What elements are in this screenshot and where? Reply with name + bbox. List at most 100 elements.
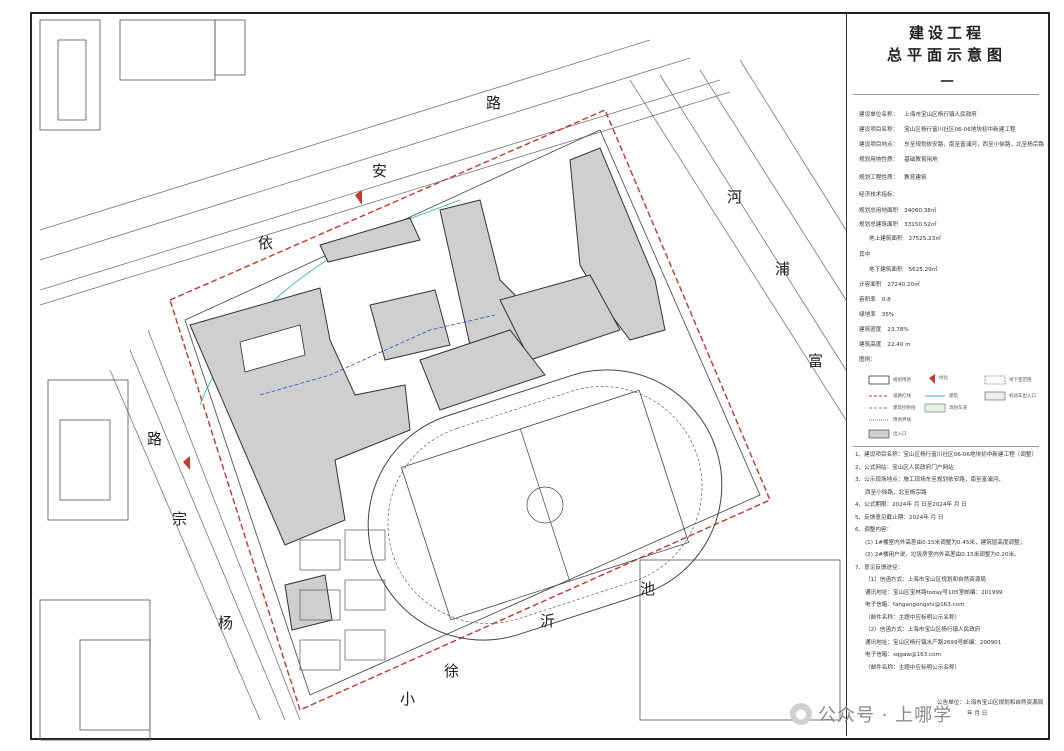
road-label-char: 浦 bbox=[775, 260, 791, 278]
legend-label: 建筑 bbox=[949, 394, 958, 399]
road-label-char: 路 bbox=[486, 94, 502, 112]
info-row-value: 23.78% bbox=[887, 327, 909, 333]
legend-label: 规划用地 bbox=[893, 378, 911, 383]
neighbor-buildings bbox=[39, 19, 841, 741]
note-line: 西至小徐路，北至杨宗路 bbox=[865, 489, 927, 496]
site-outline bbox=[184, 129, 761, 696]
info-row: 建设项目名称： 宝山区杨行富川社区06-06地块初中新建工程 bbox=[859, 127, 1016, 134]
divider bbox=[853, 94, 1039, 95]
info-row-label: 图例： bbox=[859, 357, 876, 363]
entrance-markers bbox=[183, 190, 362, 470]
info-row-label: 绿地率 bbox=[859, 312, 876, 318]
info-row-value: 27240.20㎡ bbox=[887, 282, 920, 288]
legend-label: 绿化 bbox=[939, 376, 948, 381]
panel-title-line1: 建设工程 bbox=[908, 24, 985, 42]
info-row: 地上建筑面积 27525.23㎡ bbox=[869, 236, 941, 243]
street-lines bbox=[39, 39, 847, 721]
note-line: 通讯地址：宝山区宝林路today号105室邮编：201999 bbox=[865, 589, 1003, 596]
road-label-char: 徐 bbox=[444, 662, 460, 680]
info-row-value: 上海市宝山区杨行镇人民政府 bbox=[904, 112, 977, 118]
note-line: 5、反馈意见截止期：2024年 月 日 bbox=[855, 514, 944, 521]
info-row-value: 东至规划依安路，南至富浦河，西至小徐路，北至杨宗路 bbox=[904, 142, 1045, 148]
legend-label: 建筑控制线 bbox=[893, 406, 916, 411]
info-row-label: 经济技术指标： bbox=[859, 192, 899, 198]
note-line: 6、调整内容： bbox=[855, 527, 893, 533]
panel-title-line3: 一 bbox=[940, 75, 954, 90]
note-line: 4、公式期限：2024年 月 日至2024年 月 日 bbox=[855, 502, 967, 508]
info-row-label: 规划用地性质： bbox=[859, 157, 899, 163]
info-row: 容积率 0.8 bbox=[859, 297, 891, 304]
legend-symbols bbox=[868, 374, 1006, 439]
info-row-value: 35% bbox=[881, 312, 895, 318]
info-row: 经济技术指标： bbox=[859, 192, 904, 199]
legend-label: 地下室范围 bbox=[1009, 378, 1032, 383]
info-row-value: 教育建筑 bbox=[904, 175, 927, 181]
note-line: (2) 2#楼用户说，垃圾房室内外高差由0.15米调整为0.20米。 bbox=[865, 552, 1020, 558]
note-line: (1) 1#楼室内外高差由0.15米调整为0.45米，建筑层高度调整； bbox=[865, 539, 1026, 546]
info-row-value: 33150.52㎡ bbox=[904, 222, 937, 228]
note-line: 年 月 日 bbox=[967, 711, 988, 717]
note-line: （1）信函方式：上海市宝山区规划和自然资源局 bbox=[865, 577, 987, 583]
info-row-value: 0.8 bbox=[881, 297, 891, 303]
info-row-label: 规划总建筑面积 bbox=[859, 222, 899, 228]
wechat-logo-icon: ● bbox=[790, 703, 812, 725]
courtyard bbox=[239, 324, 306, 373]
info-row: 规划用地性质： 基础教育用地 bbox=[859, 157, 938, 164]
watermark-text: 公众号 · 上哪学 bbox=[818, 705, 953, 726]
note-line: 电子信箱：sqgaw@163.com bbox=[865, 652, 941, 658]
info-row-label: 建设项目名称： bbox=[859, 127, 899, 133]
info-row-label: 规划工程性质： bbox=[859, 175, 899, 181]
info-row-value: 基础教育用地 bbox=[904, 157, 938, 163]
info-row: 建筑高度 22.40 m bbox=[859, 342, 911, 349]
note-line: 2、公式网站：宝山区人民政府门户网站 bbox=[855, 464, 954, 471]
info-row: 其中 bbox=[859, 252, 876, 259]
note-line: 1、建设项目名称：宝山区杨行富川社区06-06地块初中新建工程（调整） bbox=[855, 452, 1038, 458]
info-row-value: 5625.29㎡ bbox=[908, 267, 938, 273]
note-line: （2）信函方式：上海市宝山区杨行镇人民政府 bbox=[865, 627, 981, 633]
legend-label: 道路红线 bbox=[893, 394, 911, 399]
info-row-label: 建筑密度 bbox=[859, 327, 882, 333]
road-label-char: 依 bbox=[258, 234, 274, 252]
legend: 规划用地道路红线建筑控制线用地界线出入口绿化建筑消防车道地下室范围机动车出入口 bbox=[865, 372, 1036, 444]
info-row: 规划总建筑面积 33150.52㎡ bbox=[859, 222, 936, 229]
note-line: （邮件名称：主题中应标明公示名称） bbox=[865, 614, 961, 621]
info-row: 计容面积 27240.20㎡ bbox=[859, 282, 920, 289]
note-line: 7、意见反馈途径： bbox=[855, 564, 904, 571]
road-label-char: 路 bbox=[147, 430, 163, 448]
info-row-label: 地上建筑面积 bbox=[869, 236, 903, 242]
watermark: ● 公众号 · 上哪学 bbox=[790, 700, 1040, 728]
info-row: 建设单位名称： 上海市宝山区杨行镇人民政府 bbox=[859, 112, 977, 119]
info-row-label: 建筑高度 bbox=[859, 342, 882, 348]
info-row: 图例： bbox=[859, 357, 882, 364]
note-line: （邮件名称：主题中应标明公示名称） bbox=[865, 664, 961, 671]
note-line: 电子信箱：fangangongshi@163.com bbox=[865, 602, 965, 608]
road-label-char: 河 bbox=[727, 188, 743, 206]
panel-title-line2: 总平面示意图 bbox=[886, 46, 1007, 64]
running-track bbox=[367, 369, 723, 641]
note-line: 通讯地址：宝山区杨行镇水产路2699号邮编：200901 bbox=[865, 639, 1002, 646]
info-row: 建设项目地点： 东至规划依安路，南至富浦河，西至小徐路，北至杨宗路 bbox=[859, 142, 1044, 149]
info-row-value: 27525.23㎡ bbox=[908, 236, 941, 242]
info-panel: 建设工程 总平面示意图 一 建设单位名称： 上海市宝山区杨行镇人民政府建设项目名称… bbox=[846, 14, 1046, 736]
info-row-label: 地下建筑面积 bbox=[869, 267, 903, 273]
info-row-value: 34060.38㎡ bbox=[904, 208, 937, 214]
info-row-value: 宝山区杨行富川社区06-06地块初中新建工程 bbox=[904, 127, 1016, 133]
info-row-label: 计容面积 bbox=[859, 282, 882, 288]
road-label-char: 安 bbox=[372, 162, 388, 180]
info-row: 规划总用地面积 34060.38㎡ bbox=[859, 208, 936, 215]
road-label-char: 杨 bbox=[218, 614, 234, 632]
info-row-label: 建设项目地点： bbox=[859, 142, 899, 148]
road-label-char: 宗 bbox=[172, 510, 188, 528]
road-label-char: 小 bbox=[400, 690, 416, 708]
legend-label: 机动车出入口 bbox=[1009, 394, 1036, 399]
info-row-label: 规划总用地面积 bbox=[859, 208, 899, 214]
info-row-value: 22.40 m bbox=[887, 342, 911, 348]
info-row-label: 建设单位名称： bbox=[859, 112, 899, 118]
info-row: 地下建筑面积 5625.29㎡ bbox=[869, 267, 937, 274]
note-line: 公告单位：上海市宝山区规划和自然资源局 bbox=[937, 700, 1044, 706]
legend-label: 消防车道 bbox=[949, 406, 967, 411]
road-label-char: 沂 bbox=[540, 612, 556, 630]
info-row: 建筑密度 23.78% bbox=[859, 327, 909, 334]
info-row-label: 容积率 bbox=[859, 297, 876, 303]
